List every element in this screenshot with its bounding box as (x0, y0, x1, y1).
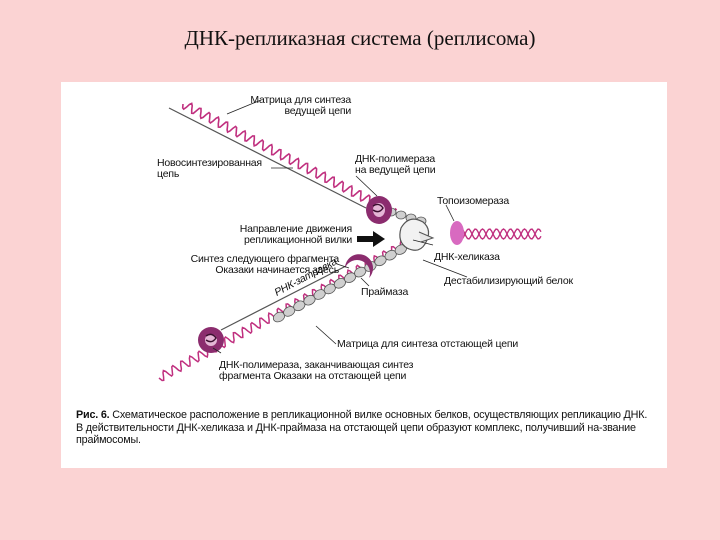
ssb-bead (396, 211, 406, 219)
figure-panel: Матрица для синтеза ведущей цепи Новосин… (61, 82, 667, 468)
parent-duplex-b (451, 229, 541, 239)
label-pol-leading: ДНК-полимераза на ведущей цепи (355, 154, 435, 176)
label-direction: Направление движения репликационной вилк… (232, 224, 352, 246)
helicase (400, 219, 433, 250)
direction-arrow (357, 231, 385, 247)
slide-title: ДНК-репликазная система (реплисома) (0, 26, 720, 51)
lagging-polymerase (198, 327, 224, 353)
label-pol-lagging: ДНК-полимераза, заканчивающая синтез фра… (219, 360, 413, 382)
label-helicase: ДНК-хеликаза (434, 252, 500, 263)
label-ssb: Дестабилизирующий белок (444, 276, 573, 287)
label-primase: Праймаза (361, 287, 408, 298)
caption-text: Схематическое расположение в репликацион… (76, 409, 647, 446)
leading-polymerase (366, 196, 392, 224)
label-new-strand: Новосинтезированная цепь (157, 158, 262, 180)
label-leading-template: Матрица для синтеза ведущей цепи (239, 95, 351, 117)
caption-prefix: Рис. 6. (76, 409, 109, 421)
figure-caption: Рис. 6. Схематическое расположение в реп… (76, 409, 656, 447)
topoisomerase (450, 221, 464, 245)
label-lagging-template: Матрица для синтеза отстающей цепи (337, 339, 518, 350)
label-topoisomerase: Топоизомераза (437, 196, 509, 207)
